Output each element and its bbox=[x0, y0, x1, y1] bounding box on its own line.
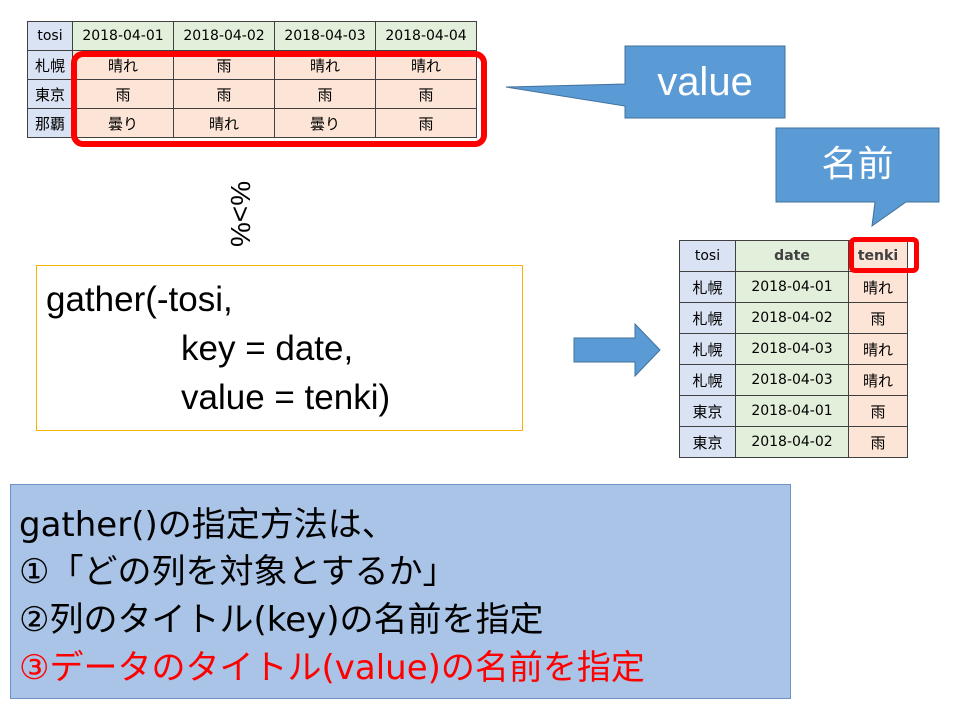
wide-value-cell: 雨 bbox=[375, 108, 477, 138]
wide-city-cell: 東京 bbox=[27, 79, 73, 109]
long-header-cell: date bbox=[735, 240, 849, 272]
long-header-cell: tosi bbox=[679, 240, 736, 272]
long-table-row: 東京 2018-04-01 雨 bbox=[679, 395, 908, 427]
wide-table: tosi 2018-04-01 2018-04-02 2018-04-03 20… bbox=[27, 21, 477, 138]
long-city-cell: 東京 bbox=[679, 426, 736, 458]
wide-table-row: 東京 雨 雨 雨 雨 bbox=[27, 79, 477, 109]
code-line: value = tenki) bbox=[181, 378, 391, 417]
explanation-line: ①「どの列を対象とするか」 bbox=[19, 552, 457, 592]
long-tenki-cell: 雨 bbox=[848, 395, 908, 427]
wide-city-cell: 札幌 bbox=[27, 50, 73, 80]
right-arrow-icon bbox=[573, 322, 661, 378]
code-line: gather(-tosi, bbox=[46, 280, 233, 319]
long-date-cell: 2018-04-02 bbox=[735, 426, 849, 458]
explanation-line: ②列のタイトル(key)の名前を指定 bbox=[19, 600, 544, 640]
long-table-row: 札幌 2018-04-02 雨 bbox=[679, 302, 908, 334]
long-date-cell: 2018-04-01 bbox=[735, 271, 849, 303]
long-city-cell: 札幌 bbox=[679, 302, 736, 334]
long-tenki-cell: 雨 bbox=[848, 426, 908, 458]
wide-header-cell: 2018-04-03 bbox=[274, 21, 376, 51]
value-callout-label: value bbox=[657, 60, 753, 104]
long-date-cell: 2018-04-03 bbox=[735, 333, 849, 365]
wide-value-cell: 雨 bbox=[375, 79, 477, 109]
long-tenki-cell: 晴れ bbox=[848, 333, 908, 365]
pipe-operator-text: %>% bbox=[225, 180, 256, 248]
long-header-cell: tenki bbox=[848, 240, 908, 272]
long-city-cell: 札幌 bbox=[679, 364, 736, 396]
explanation-line-highlight: ③データのタイトル(value)の名前を指定 bbox=[19, 648, 645, 688]
wide-value-cell: 曇り bbox=[274, 108, 376, 138]
wide-value-cell: 晴れ bbox=[173, 108, 275, 138]
explanation-box: gather()の指定方法は、 ①「どの列を対象とするか」 ②列のタイトル(ke… bbox=[10, 484, 791, 699]
pipe-operator: %>% bbox=[220, 178, 260, 248]
long-tenki-cell: 雨 bbox=[848, 302, 908, 334]
value-highlight-box bbox=[71, 51, 487, 147]
long-date-cell: 2018-04-02 bbox=[735, 302, 849, 334]
long-table: tosi date tenki 札幌 2018-04-01 晴れ 札幌 2018… bbox=[679, 240, 908, 458]
long-table-header-row: tosi date tenki bbox=[679, 240, 908, 272]
long-tenki-cell: 晴れ bbox=[848, 271, 908, 303]
long-date-cell: 2018-04-01 bbox=[735, 395, 849, 427]
long-table-row: 札幌 2018-04-03 晴れ bbox=[679, 333, 908, 365]
long-city-cell: 札幌 bbox=[679, 333, 736, 365]
value-callout-shape bbox=[505, 45, 786, 119]
long-table-row: 札幌 2018-04-03 晴れ bbox=[679, 364, 908, 396]
wide-value-cell: 雨 bbox=[274, 79, 376, 109]
wide-table-row: 那覇 曇り 晴れ 曇り 雨 bbox=[27, 108, 477, 138]
tenki-highlight-box bbox=[849, 237, 919, 273]
explanation-line: gather()の指定方法は、 bbox=[19, 505, 396, 545]
long-table-row: 東京 2018-04-02 雨 bbox=[679, 426, 908, 458]
code-box: gather(-tosi, key = date, value = tenki) bbox=[36, 265, 523, 431]
wide-value-cell: 曇り bbox=[72, 108, 174, 138]
wide-header-cell: 2018-04-04 bbox=[375, 21, 477, 51]
wide-value-cell: 雨 bbox=[173, 79, 275, 109]
long-date-cell: 2018-04-03 bbox=[735, 364, 849, 396]
code-line: key = date, bbox=[181, 329, 354, 368]
wide-header-cell: tosi bbox=[27, 21, 73, 51]
name-callout-label: 名前 bbox=[821, 144, 894, 185]
long-city-cell: 札幌 bbox=[679, 271, 736, 303]
name-callout-shape bbox=[775, 127, 940, 228]
long-tenki-cell: 晴れ bbox=[848, 364, 908, 396]
wide-table-header-row: tosi 2018-04-01 2018-04-02 2018-04-03 20… bbox=[27, 21, 477, 51]
long-city-cell: 東京 bbox=[679, 395, 736, 427]
long-table-row: 札幌 2018-04-01 晴れ bbox=[679, 271, 908, 303]
